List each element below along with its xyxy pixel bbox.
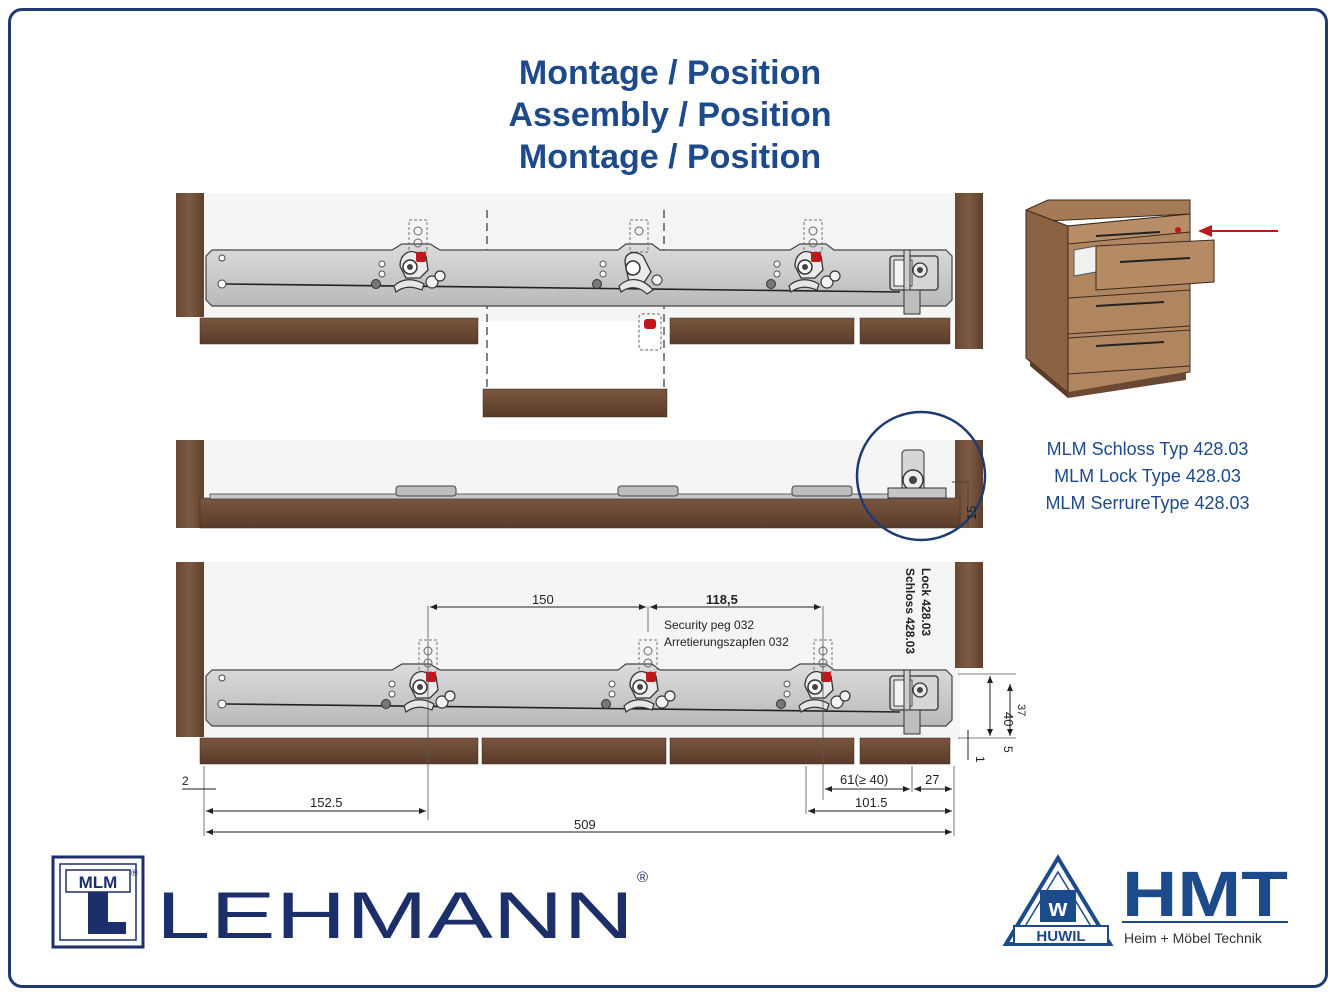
- lock-caption-en: MLM Lock Type 428.03: [1054, 466, 1241, 486]
- view-side: 15: [176, 410, 987, 542]
- cabinet-side-right: [955, 193, 983, 349]
- dim-150: 150: [532, 592, 554, 607]
- label-security-peg: Security peg 032: [664, 618, 754, 632]
- huwil-name: HUWIL: [1036, 928, 1085, 945]
- dim-27: 27: [925, 772, 939, 787]
- title-line-3: Montage / Position: [518, 138, 822, 176]
- huwil-hmt-logo: w HUWIL HMT Heim + Möbel Technik: [1002, 854, 1288, 946]
- lehmann-mark-registered: ®: [131, 868, 138, 878]
- hmt-wordmark: HMT: [1122, 858, 1288, 930]
- dim-118-5: 118,5: [706, 592, 738, 607]
- lehmann-mark: MLM: [79, 873, 118, 892]
- drawer-front-4: [859, 317, 951, 345]
- cabinet-side-left: [176, 193, 204, 317]
- dim-5: 5: [1001, 746, 1015, 753]
- hmt-tagline: Heim + Möbel Technik: [1124, 930, 1263, 946]
- view-top-front: [176, 193, 983, 418]
- dim-509: 509: [574, 817, 596, 832]
- label-schloss: Schloss 428.03: [903, 568, 917, 654]
- lock-detail-circle: [855, 410, 987, 542]
- lehmann-logo: MLM ® LEHMANN ®: [51, 855, 648, 952]
- lock-caption-fr: MLM SerrureType 428.03: [1045, 493, 1250, 513]
- drawer-front-1: [199, 317, 479, 345]
- dim-61: 61(≥ 40): [840, 772, 888, 787]
- dim-40: 40: [1001, 712, 1016, 726]
- arrow-head-icon: [1198, 225, 1212, 237]
- view-dimensioned: 150 118,5 Security peg 032 Arretierungsz…: [176, 562, 1027, 836]
- dim-15: 15: [964, 506, 979, 520]
- dim-37: 37: [1015, 704, 1027, 716]
- drawer-front-3: [669, 317, 855, 345]
- title-line-1: Montage / Position: [518, 54, 822, 92]
- dim-1: 1: [973, 756, 987, 763]
- title-line-2: Assembly / Position: [508, 96, 832, 134]
- cabinet-illustration: [1025, 199, 1278, 398]
- dim-2: 2: [182, 774, 189, 788]
- lehmann-wordmark: LEHMANN: [156, 878, 634, 952]
- registered-mark: ®: [637, 869, 648, 886]
- label-lock: Lock 428.03: [919, 568, 933, 636]
- lock-caption-de: MLM Schloss Typ 428.03: [1046, 439, 1249, 459]
- label-arretierungszapfen: Arretierungszapfen 032: [664, 635, 789, 649]
- huwil-letter: w: [1048, 895, 1068, 922]
- drawer-front-2-open: [482, 388, 668, 418]
- dim-152-5: 152.5: [310, 795, 343, 810]
- dim-101-5: 101.5: [855, 795, 888, 810]
